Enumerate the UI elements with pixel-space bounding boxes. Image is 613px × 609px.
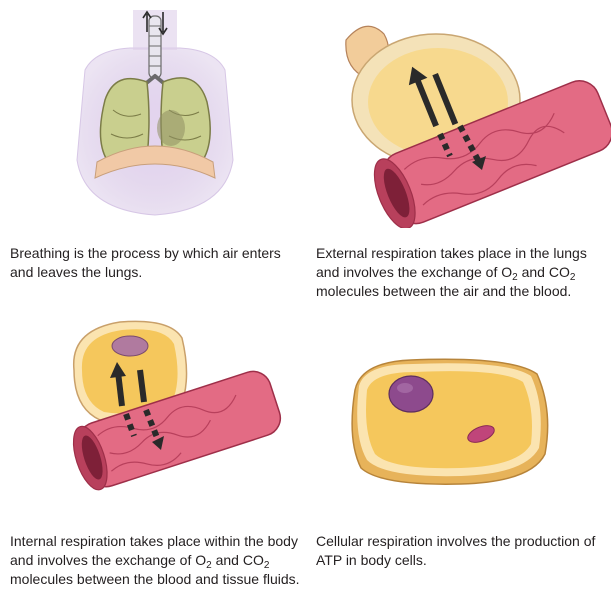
- panel-external-respiration: External respiration takes place in the …: [306, 0, 613, 300]
- panel-cellular-respiration: Cellular respiration involves the produc…: [306, 300, 613, 609]
- lungs-icon: [55, 10, 255, 220]
- caption-cellular-respiration: Cellular respiration involves the produc…: [316, 532, 606, 570]
- caption-breathing: Breathing is the process by which air en…: [10, 244, 300, 282]
- alveolus-capillary-icon: [326, 8, 611, 228]
- panel-breathing: Breathing is the process by which air en…: [0, 0, 306, 300]
- body-cell-icon: [341, 350, 561, 490]
- caption-internal-respiration: Internal respiration takes place within …: [10, 532, 300, 589]
- panel-internal-respiration: Internal respiration takes place within …: [0, 300, 306, 609]
- caption-external-respiration: External respiration takes place in the …: [316, 244, 611, 301]
- tissue-cell-capillary-icon: [60, 310, 290, 505]
